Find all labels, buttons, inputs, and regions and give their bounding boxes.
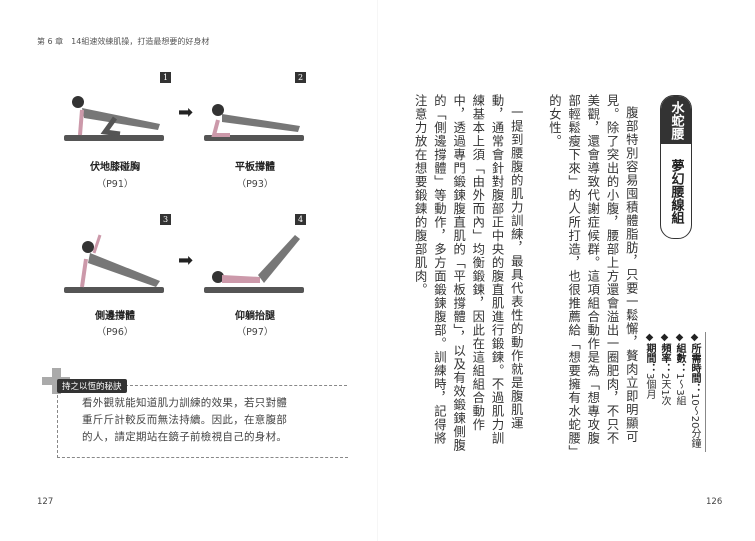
info-value: 2天1次 [659, 373, 670, 406]
exercise-ref-2: （P93） [236, 179, 274, 190]
exercise-ref-4: （P97） [236, 327, 274, 338]
info-value: 10～20分鐘 [689, 393, 700, 449]
tip-border [120, 385, 347, 386]
tip-tag: 持之以恆的秘訣 [57, 379, 127, 393]
step-badge-3: 3 [160, 214, 171, 225]
info-item: ◆頻率：2天1次 [657, 332, 672, 452]
exercise-name-3: 側邊撐體 [95, 311, 135, 322]
paragraph-1: 腹部特別容易囤積體脂肪，只要一鬆懈，贅肉立即明顯可見。除了突出的小腹，腰部上方還… [547, 94, 639, 453]
info-label: ◆所需時間： [689, 332, 700, 393]
tip-text: 看外觀就能知道肌力訓練的效果，若只對體重斤斤計較反而無法持續。因此，在意腹部的人… [82, 397, 288, 443]
info-label: ◆頻率： [659, 332, 670, 373]
page-gutter [377, 0, 378, 541]
arrow-right-icon: ➡ [178, 250, 194, 271]
step-badge-4: 4 [295, 214, 306, 225]
title-sub: 夢幻腰線組 [668, 158, 684, 224]
exercise-name-1: 伏地膝碰胸 [90, 162, 140, 173]
side-plank-illustration [64, 234, 164, 293]
info-list: ◆所需時間：10～20分鐘 ◆組數：1～3組 ◆頻率：2天1次 ◆期間：3個月 [642, 332, 706, 452]
plank-illustration [204, 104, 304, 141]
exercise-ref-1: （P91） [96, 179, 134, 190]
info-value: 1～3組 [674, 373, 685, 406]
arrow-right-icon: ➡ [178, 102, 194, 123]
info-value: 3個月 [644, 373, 655, 400]
plus-icon-bar [42, 377, 70, 385]
info-item: ◆期間：3個月 [642, 332, 657, 452]
body-text: 腹部特別容易囤積體脂肪，只要一鬆懈，贅肉立即明顯可見。除了突出的小腹，腰部上方還… [410, 94, 640, 454]
section-title: 水蛇腰 夢幻腰線組 [660, 95, 692, 239]
chapter-header: 第 6 章 14組速效練肌操，打造最想要的好身材 [37, 37, 210, 46]
pushup-knee-illustration [64, 96, 164, 141]
step-badge-1: 1 [160, 72, 171, 83]
page-number-left: 127 [37, 497, 54, 507]
step-badge-2: 2 [295, 72, 306, 83]
info-item: ◆所需時間：10～20分鐘 [687, 332, 702, 452]
tip-box [57, 385, 348, 458]
exercise-ref-3: （P96） [96, 327, 134, 338]
info-label: ◆組數： [674, 332, 685, 373]
page-number-right: 126 [706, 497, 723, 507]
info-item: ◆組數：1～3組 [672, 332, 687, 452]
info-label: ◆期間： [644, 332, 655, 373]
exercise-name-4: 仰躺抬腿 [235, 311, 275, 322]
title-main: 水蛇腰 [661, 96, 691, 144]
paragraph-2: 一提到腰腹的肌力訓練，最具代表性的動作就是腹肌運動，通常會針對腹部正中央的腹直肌… [413, 94, 524, 453]
exercise-name-2: 平板撐體 [235, 162, 275, 173]
leg-raise-illustration [204, 235, 304, 293]
